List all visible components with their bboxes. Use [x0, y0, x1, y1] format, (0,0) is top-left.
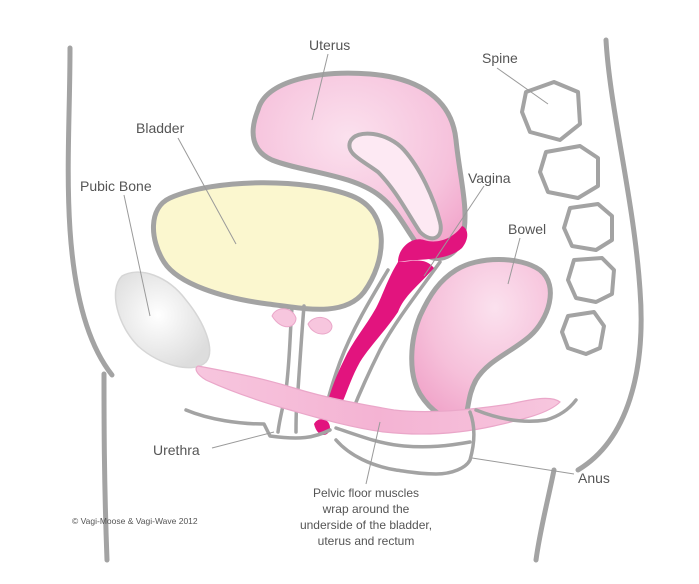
anal-outline — [474, 398, 578, 424]
pubic-bone — [114, 271, 211, 369]
caption-line: wrap around the — [322, 502, 410, 516]
bowel — [409, 257, 553, 424]
urethral-sphincter — [271, 308, 297, 328]
urethral-sphincter — [307, 317, 333, 335]
bladder — [151, 180, 384, 312]
uterine-cavity — [347, 131, 443, 241]
label-urethra: Urethra — [153, 442, 200, 458]
vagina — [326, 260, 434, 412]
vertebra — [560, 310, 606, 356]
spine — [520, 80, 616, 356]
vagina — [398, 226, 468, 262]
anal-outline — [334, 410, 476, 476]
vertebra — [566, 256, 616, 304]
vertebra — [538, 144, 600, 200]
leader-line-uterus — [311, 53, 329, 121]
label-pubic-bone: Pubic Bone — [80, 178, 152, 194]
pelvic-floor-caption: Pelvic floor muscles wrap around the und… — [300, 486, 432, 548]
leader-line-pelvic-floor — [365, 421, 381, 485]
leader-line-bowel — [507, 237, 521, 285]
caption-line: uterus and rectum — [318, 534, 415, 548]
perineum-outline — [184, 408, 332, 440]
pelvic-floor-muscles — [195, 365, 561, 435]
vaginal-wall-back — [350, 260, 442, 414]
caption-line: underside of the bladder, — [300, 518, 432, 532]
leader-line-spine — [496, 67, 549, 105]
vertebra — [562, 202, 614, 252]
perineum-outline — [334, 426, 472, 449]
leader-line-anus — [471, 457, 575, 475]
label-bladder: Bladder — [136, 120, 185, 136]
copyright-notice: © Vagi-Moose & Vagi-Wave 2012 — [72, 516, 198, 526]
leader-line-bladder — [177, 137, 237, 245]
leader-line-vagina — [423, 185, 485, 277]
label-anus: Anus — [578, 470, 610, 486]
vertebra — [520, 80, 582, 142]
back-body-outline — [575, 37, 644, 473]
leader-line-pubic-bone — [123, 194, 151, 317]
leader-lines — [123, 53, 575, 485]
leader-line-urethra — [211, 431, 275, 449]
label-uterus: Uterus — [309, 37, 350, 53]
label-bowel: Bowel — [508, 221, 546, 237]
front-body-outline — [65, 45, 115, 378]
label-vagina: Vagina — [468, 170, 511, 186]
body-outline — [65, 37, 644, 563]
caption-line: Pelvic floor muscles — [313, 486, 419, 500]
label-spine: Spine — [482, 50, 518, 66]
front-lower-outline — [101, 371, 110, 563]
buttock-outline — [533, 467, 557, 563]
